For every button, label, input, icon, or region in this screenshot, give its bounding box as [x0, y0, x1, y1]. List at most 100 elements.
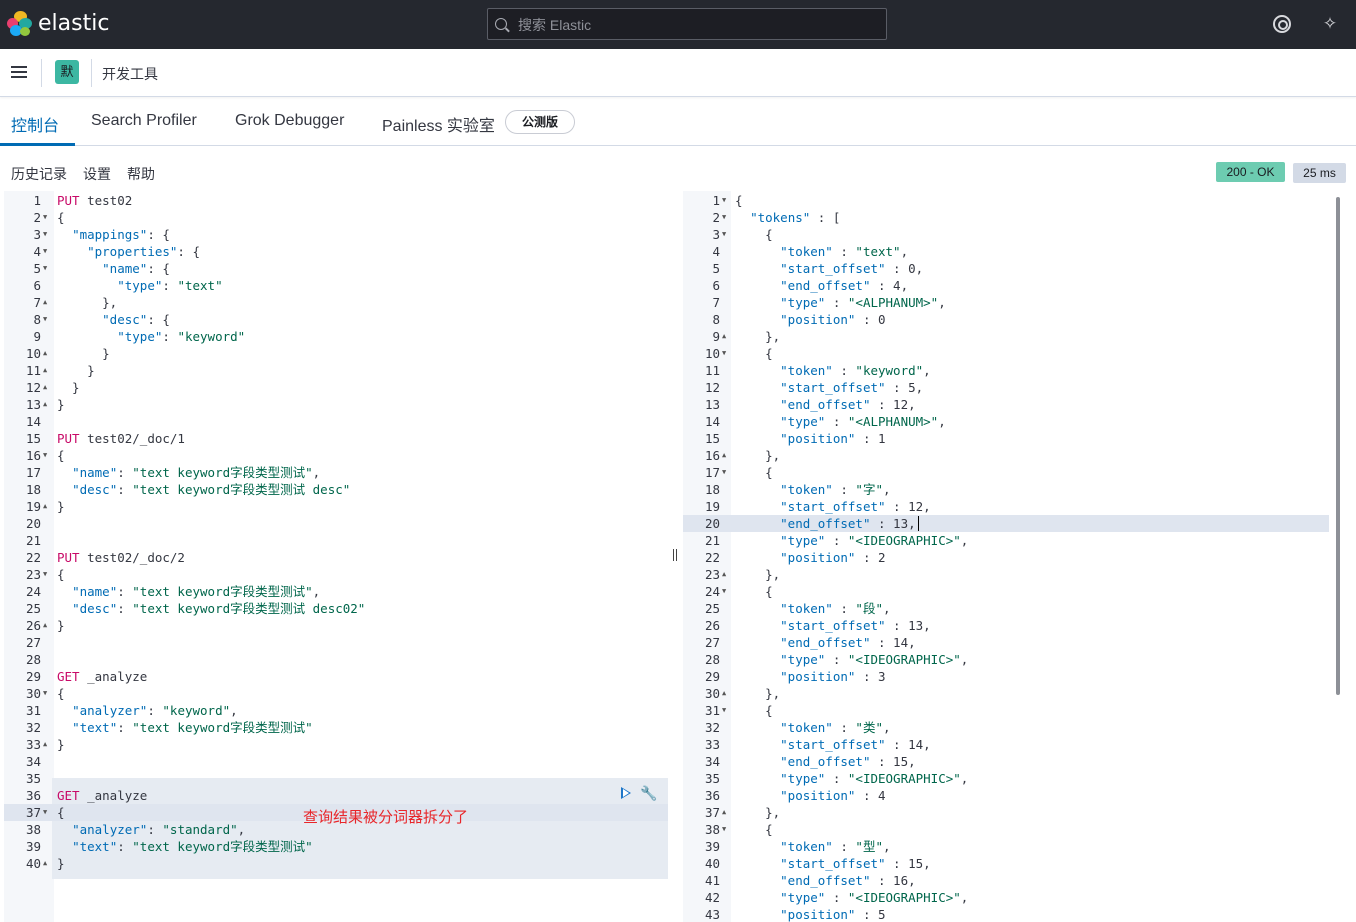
code-text: "start_offset" : 14,	[780, 737, 931, 752]
code-text: "token" : "keyword",	[780, 363, 931, 378]
fold-arrow-up-icon[interactable]: ▲	[43, 400, 48, 408]
wrench-icon[interactable]: 🔧	[640, 786, 658, 802]
fold-arrow-down-icon[interactable]: ▼	[722, 196, 727, 204]
search-input[interactable]	[518, 15, 868, 35]
fold-arrow-down-icon[interactable]: ▼	[722, 230, 727, 238]
fold-arrow-down-icon[interactable]: ▼	[43, 451, 48, 459]
code-line: 15 "position" : 1	[683, 430, 1346, 447]
fold-arrow-up-icon[interactable]: ▲	[722, 808, 727, 816]
code-line: 16▲ },	[683, 447, 1346, 464]
fold-arrow-up-icon[interactable]: ▲	[43, 859, 48, 867]
breadcrumb-dev-tools: 开发工具	[102, 66, 158, 82]
tab-console[interactable]: 控制台	[11, 118, 60, 135]
fold-arrow-up-icon[interactable]: ▲	[722, 451, 727, 459]
fold-arrow-up-icon[interactable]: ▲	[43, 502, 48, 510]
code-line: 29 "position" : 3	[683, 668, 1346, 685]
code-text: "start_offset" : 15,	[780, 856, 931, 871]
help-link[interactable]: 帮助	[127, 166, 155, 182]
code-text: "mappings": {	[72, 227, 170, 242]
line-number: 30	[704, 686, 720, 701]
line-number: 41	[704, 873, 720, 888]
code-text: "position" : 1	[780, 431, 886, 446]
code-line: 4▼ "properties": {	[4, 243, 668, 260]
fold-arrow-up-icon[interactable]: ▲	[43, 298, 48, 306]
fold-arrow-up-icon[interactable]: ▲	[722, 332, 727, 340]
play-icon[interactable]	[621, 787, 631, 799]
tab-search-profiler[interactable]: Search Profiler	[91, 112, 197, 129]
fold-arrow-up-icon[interactable]: ▲	[43, 366, 48, 374]
code-line: 17 "name": "text keyword字段类型测试",	[4, 464, 668, 481]
code-text: }	[57, 737, 65, 752]
fold-arrow-up-icon[interactable]: ▲	[43, 383, 48, 391]
response-scrollbar[interactable]	[1336, 197, 1340, 695]
line-number: 25	[704, 601, 720, 616]
brand-name[interactable]: elastic	[38, 11, 110, 36]
line-number: 24	[704, 584, 720, 599]
menu-toggle-icon[interactable]	[11, 66, 27, 79]
help-icon[interactable]	[1273, 15, 1291, 33]
code-line: 14	[4, 413, 668, 430]
code-text: "desc": "text keyword字段类型测试 desc"	[72, 482, 351, 497]
tab-grok-debugger[interactable]: Grok Debugger	[235, 112, 345, 129]
code-text: "desc": "text keyword字段类型测试 desc02"	[72, 601, 366, 616]
fold-arrow-up-icon[interactable]: ▲	[722, 689, 727, 697]
line-number: 15	[25, 431, 41, 446]
fold-arrow-up-icon[interactable]: ▲	[722, 570, 727, 578]
code-line: 35 "type" : "<IDEOGRAPHIC>",	[683, 770, 1346, 787]
tab-painless-lab[interactable]: Painless 实验室	[382, 118, 495, 135]
space-avatar[interactable]: 默	[55, 60, 79, 84]
line-number: 34	[25, 754, 41, 769]
global-search[interactable]	[487, 8, 887, 40]
code-line: 9 "type": "keyword"	[4, 328, 668, 345]
code-line: 40▲}	[4, 855, 668, 872]
line-number: 14	[25, 414, 41, 429]
settings-link[interactable]: 设置	[83, 166, 111, 182]
fold-arrow-down-icon[interactable]: ▼	[43, 689, 48, 697]
fold-arrow-down-icon[interactable]: ▼	[722, 213, 727, 221]
line-number: 3	[33, 227, 41, 242]
code-text: }	[57, 346, 110, 361]
code-line: 1▼{	[683, 192, 1346, 209]
fold-arrow-down-icon[interactable]: ▼	[43, 808, 48, 816]
fold-arrow-up-icon[interactable]: ▲	[43, 621, 48, 629]
code-line: 32 "text": "text keyword字段类型测试"	[4, 719, 668, 736]
fold-arrow-down-icon[interactable]: ▼	[43, 247, 48, 255]
code-text: PUT test02	[57, 193, 133, 208]
fold-arrow-down-icon[interactable]: ▼	[722, 468, 727, 476]
line-number: 34	[704, 754, 720, 769]
line-number: 35	[704, 771, 720, 786]
fold-arrow-down-icon[interactable]: ▼	[43, 570, 48, 578]
fold-arrow-down-icon[interactable]: ▼	[722, 825, 727, 833]
code-text: }	[57, 380, 80, 395]
line-number: 14	[704, 414, 720, 429]
line-number: 18	[704, 482, 720, 497]
fold-arrow-up-icon[interactable]: ▲	[43, 740, 48, 748]
code-text: "type" : "<IDEOGRAPHIC>",	[780, 533, 969, 548]
fold-arrow-up-icon[interactable]: ▲	[43, 349, 48, 357]
fold-arrow-down-icon[interactable]: ▼	[43, 230, 48, 238]
code-line: 23▲ },	[683, 566, 1346, 583]
line-number: 12	[25, 380, 41, 395]
response-editor[interactable]: 1▼{2▼ "tokens" : [3▼ {4 "token" : "text"…	[683, 191, 1346, 922]
code-text: "start_offset" : 13,	[780, 618, 931, 633]
code-line: 24▼ {	[683, 583, 1346, 600]
fold-arrow-down-icon[interactable]: ▼	[43, 315, 48, 323]
code-text: PUT test02/_doc/2	[57, 550, 185, 565]
fold-arrow-down-icon[interactable]: ▼	[43, 213, 48, 221]
code-line: 6 "type": "text"	[4, 277, 668, 294]
line-number: 19	[25, 499, 41, 514]
fold-arrow-down-icon[interactable]: ▼	[722, 587, 727, 595]
code-line: 21	[4, 532, 668, 549]
fold-arrow-down-icon[interactable]: ▼	[722, 349, 727, 357]
elastic-logo-icon[interactable]	[7, 11, 33, 37]
fold-arrow-down-icon[interactable]: ▼	[43, 264, 48, 272]
fold-arrow-down-icon[interactable]: ▼	[722, 706, 727, 714]
pane-resize-handle[interactable]	[673, 549, 677, 561]
line-number: 6	[712, 278, 720, 293]
code-text: "start_offset" : 12,	[780, 499, 931, 514]
newsfeed-icon[interactable]: ✧	[1322, 14, 1338, 33]
history-link[interactable]: 历史记录	[11, 166, 67, 182]
code-text: "type" : "<ALPHANUM>",	[780, 414, 946, 429]
